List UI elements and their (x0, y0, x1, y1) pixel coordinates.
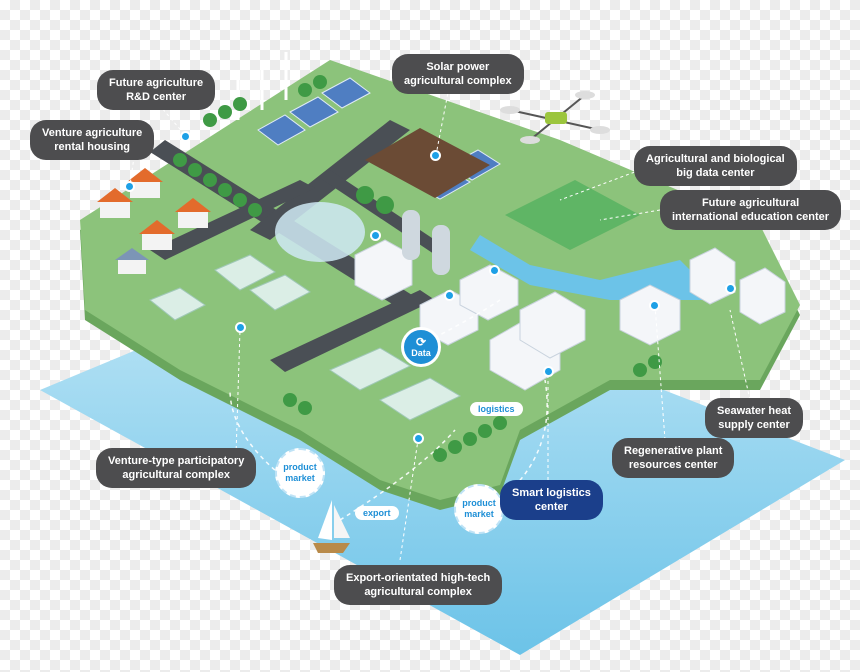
callout-connectors (129, 81, 751, 561)
land (80, 60, 800, 500)
marker-education[interactable] (489, 265, 500, 276)
callout-smart-logistics[interactable]: Smart logistics center (500, 480, 603, 520)
callout-seawater[interactable]: Seawater heat supply center (705, 398, 803, 438)
dome (275, 202, 365, 262)
callout-solar[interactable]: Solar power agricultural complex (392, 54, 524, 94)
callout-future-rd[interactable]: Future agriculture R&D center (97, 70, 216, 110)
river (470, 235, 720, 300)
export-pill: export (355, 506, 399, 520)
marker-rental-housing[interactable] (124, 181, 135, 192)
marker-regenerative[interactable] (649, 300, 660, 311)
data-label: Data (411, 348, 431, 358)
marker-seawater[interactable] (725, 283, 736, 294)
sync-icon: ⟳ (415, 335, 427, 349)
product-market-bubble-left: product market (275, 448, 325, 498)
marker-big-data[interactable] (444, 290, 455, 301)
marker-logistics[interactable] (543, 366, 554, 377)
data-node[interactable]: ⟳ Data (401, 327, 441, 367)
sailboat (313, 500, 350, 553)
callout-education[interactable]: Future agricultural international educat… (660, 190, 842, 230)
marker-rd-center[interactable] (180, 131, 191, 142)
vertical-farm-towers (402, 210, 450, 275)
marker-dome[interactable] (370, 230, 381, 241)
greenhouses (149, 254, 462, 421)
marker-greenhouse-venture[interactable] (235, 322, 246, 333)
marker-export[interactable] (413, 433, 424, 444)
marker-solar[interactable] (430, 150, 441, 161)
drone (500, 91, 610, 144)
houses (97, 168, 211, 274)
callout-regenerative[interactable]: Regenerative plant resources center (612, 438, 735, 478)
pasture (505, 180, 640, 250)
callout-export-complex[interactable]: Export-orientated high-tech agricultural… (334, 565, 503, 605)
crop-field (365, 128, 490, 198)
buildings (354, 239, 786, 391)
callout-venture-housing[interactable]: Venture agriculture rental housing (30, 120, 155, 160)
callout-big-data[interactable]: Agricultural and biological big data cen… (634, 146, 797, 186)
logistics-pill: logistics (470, 402, 523, 416)
trees (173, 75, 662, 462)
product-market-bubble-right: product market (454, 484, 504, 534)
callout-venture-complex[interactable]: Venture-type participatory agricultural … (96, 448, 257, 488)
